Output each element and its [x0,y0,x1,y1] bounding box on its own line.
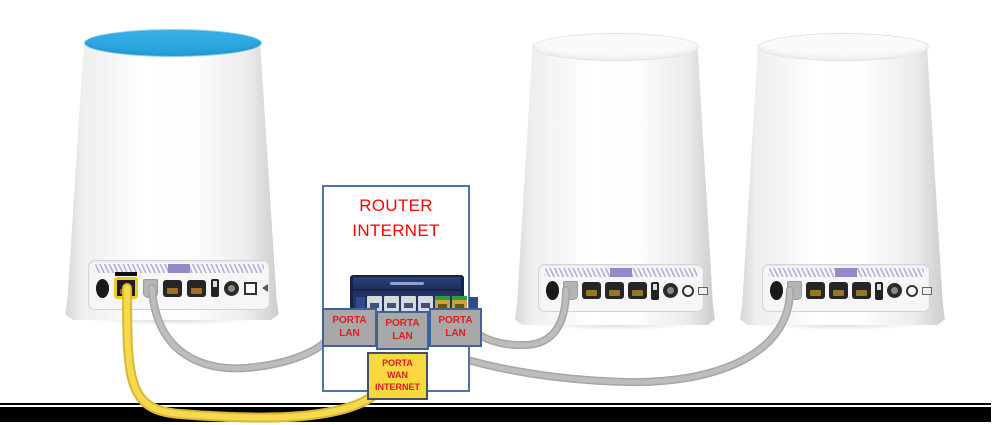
port-panel [538,264,708,312]
ethernet-port [829,282,848,299]
sync-button [906,284,918,297]
porta-lan-label-right: PORTA LAN [429,308,482,347]
rear-ports-row [89,272,269,299]
power-jack [224,280,239,296]
ethernet-port [628,282,647,299]
lan-label-line: PORTA [438,315,473,326]
power-switch [211,279,219,297]
vent-grille [94,264,264,273]
ethernet-port [187,279,206,297]
orbi-router-left [62,24,282,325]
ethernet-port [605,282,624,299]
router-lan-port [435,296,450,311]
router-port [418,296,433,311]
porta-lan-label-center: PORTA LAN [376,311,429,350]
reset-arrow-icon [262,284,268,292]
ethernet-port [806,282,825,299]
vent-chip [835,268,857,277]
title-line-1: ROUTER [359,196,433,215]
label-mark [922,286,932,295]
power-switch [875,281,883,300]
bottom-black-bar [0,407,991,422]
wan-label-line: INTERNET [375,381,420,392]
vent-chip [610,268,632,277]
router-port [367,296,382,311]
ethernet-port [852,282,871,299]
vent-chip [168,264,190,273]
device-top-ring [758,33,929,61]
power-jack [663,283,678,298]
lan-label-line: PORTA [332,315,367,326]
port-panel [762,264,932,312]
sync-button [244,281,257,295]
power-jack [887,283,902,298]
sync-button [682,284,694,297]
router-lan-port [452,296,467,311]
rear-ports-row [539,279,708,300]
lan-label-line: LAN [392,330,413,342]
vent-grille [544,268,698,277]
router-label-chip [469,296,478,311]
rear-ports-row [763,279,932,300]
router-port [384,296,399,311]
orbi-satellite-right [737,28,948,330]
wan-label-line: WAN [387,370,408,381]
vent-grille [768,268,924,277]
ethernet-port [163,279,182,297]
label-mark [698,286,708,295]
internet-router-device [350,275,478,319]
power-switch [651,281,659,300]
gray-cable-plug [143,278,158,298]
porta-wan-internet-label: PORTA WAN INTERNET [367,352,428,400]
gray-cable-plug [787,281,802,300]
divider-line [0,403,991,405]
router-port [401,296,416,311]
gray-cable-plug [563,281,578,300]
ethernet-port [582,282,601,299]
device-top-ring [532,33,700,61]
device-top-ring-blue [84,29,262,57]
title-line-2: INTERNET [352,220,440,240]
router-top-case [353,277,461,289]
router-label-chip [356,296,365,311]
porta-lan-label-left: PORTA LAN [322,308,377,347]
lan-label-line: LAN [339,327,360,339]
orbi-satellite-middle [512,28,718,330]
lan-label-line: LAN [445,327,466,339]
oval-port [546,281,559,300]
lan-label-line: PORTA [385,318,420,329]
oval-port [770,281,783,300]
oval-port [96,278,109,298]
internet-wan-port [114,272,138,299]
device-shadow [762,320,923,330]
wan-label-line: PORTA [382,358,413,369]
center-box-title: ROUTER INTERNET [324,187,468,243]
port-panel [88,260,270,310]
